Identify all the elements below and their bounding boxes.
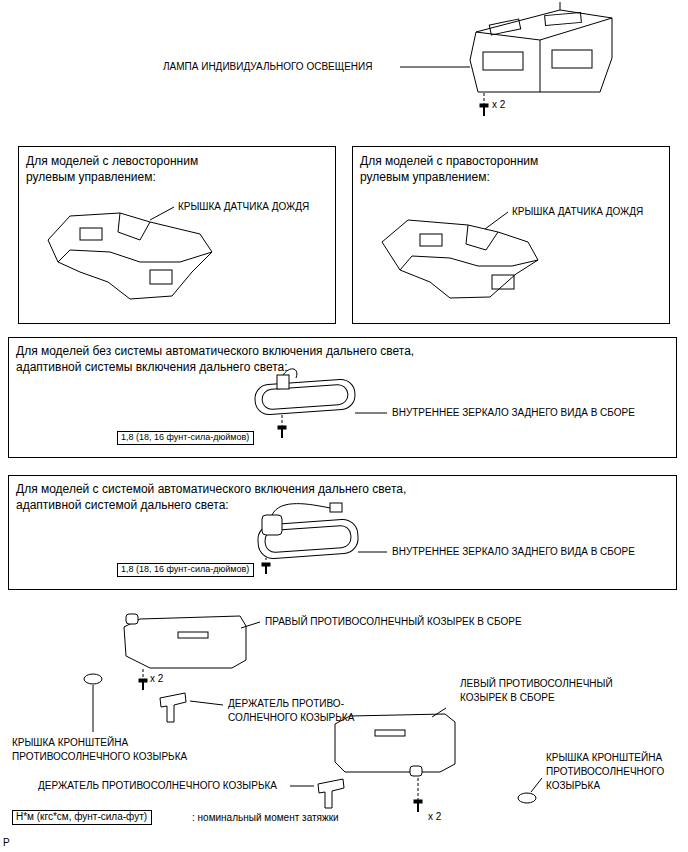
condition-panel: Для моделей без системы автоматического … bbox=[8, 337, 677, 458]
part-name: ДЕРЖАТЕЛЬ ПРОТИВО- СОЛНЕЧНОГО КОЗЫРЬКА bbox=[228, 697, 363, 725]
rain-sensor-cover bbox=[48, 213, 212, 299]
dashed-line bbox=[418, 778, 419, 800]
leader-line bbox=[432, 708, 446, 717]
dashed-line bbox=[143, 669, 144, 679]
torque-legend-box: Н*м (кгс*см, фунт-сила-фут) bbox=[12, 810, 152, 825]
screw-symbol bbox=[278, 426, 286, 438]
sun-visor bbox=[124, 614, 246, 668]
part-name: ЛАМПА ИНДИВИДУАЛЬНОГО ОСВЕЩЕНИЯ bbox=[163, 60, 372, 74]
leader-line bbox=[290, 786, 314, 787]
rain-sensor-cover bbox=[382, 220, 538, 298]
condition-panel: Для моделей с системой автоматического в… bbox=[8, 475, 677, 590]
condition-heading: Для моделей без системы автоматического … bbox=[16, 343, 456, 375]
torque-box: 1,8 (18, 16 фунт-сила-дюймов) bbox=[117, 563, 254, 577]
rear-view-mirror bbox=[257, 503, 359, 559]
bracket-cover bbox=[84, 674, 102, 684]
condition-heading: Для моделей с системой автоматического в… bbox=[16, 481, 456, 513]
part-name: КРЫШКА КРОНШТЕЙНА ПРОТИВОСОЛНЕЧНОГО КОЗЫ… bbox=[546, 751, 678, 793]
quantity-note: x 2 bbox=[492, 98, 505, 112]
screw-symbol bbox=[139, 679, 147, 690]
leader-line bbox=[531, 778, 542, 792]
torque-value: 1,8 (18, 16 фунт-сила-дюймов) bbox=[121, 564, 249, 575]
dashed-line bbox=[282, 415, 283, 426]
screw-symbol bbox=[414, 800, 422, 812]
part-name: ДЕРЖАТЕЛЬ ПРОТИВОСОЛНЕЧНОГО КОЗЫРЬКА bbox=[38, 779, 277, 793]
leader-line bbox=[355, 413, 387, 414]
personal-lamp bbox=[470, 2, 612, 92]
quantity-note: x 2 bbox=[428, 810, 441, 824]
quantity-note: x 2 bbox=[150, 672, 163, 686]
part-name: КРЫШКА ДАТЧИКА ДОЖДЯ bbox=[512, 205, 643, 219]
leader-line bbox=[358, 552, 387, 553]
rear-view-mirror bbox=[254, 369, 356, 416]
condition-panel: Для моделей с левосторонним рулевым упра… bbox=[18, 146, 336, 324]
dashed-line bbox=[484, 93, 485, 104]
leader-line bbox=[93, 685, 94, 732]
page-mark: P bbox=[3, 836, 10, 850]
bracket-cover bbox=[518, 793, 536, 803]
leader-line bbox=[400, 67, 470, 68]
part-name: КРЫШКА КРОНШТЕЙНА ПРОТИВОСОЛНЕЧНОГО КОЗЫ… bbox=[12, 736, 212, 764]
visor-holder bbox=[160, 693, 186, 722]
part-name: ЛЕВЫЙ ПРОТИВОСОЛНЕЧНЫЙ КОЗЫРЕК В СБОРЕ bbox=[460, 677, 640, 705]
part-name: КРЫШКА ДАТЧИКА ДОЖДЯ bbox=[178, 200, 309, 214]
leader-line bbox=[190, 701, 223, 705]
condition-panel: Для моделей с правосторонним рулевым упр… bbox=[352, 146, 670, 324]
leader-line bbox=[485, 212, 508, 229]
torque-value: 1,8 (18, 16 фунт-сила-дюймов) bbox=[121, 432, 249, 443]
condition-heading: Для моделей с левосторонним рулевым упра… bbox=[26, 153, 231, 185]
torque-box: 1,8 (18, 16 фунт-сила-дюймов) bbox=[117, 431, 254, 445]
leader-line bbox=[241, 622, 260, 628]
part-name: ВНУТРЕННЕЕ ЗЕРКАЛО ЗАДНЕГО ВИДА В СБОРЕ bbox=[392, 545, 635, 559]
part-name: ВНУТРЕННЕЕ ЗЕРКАЛО ЗАДНЕГО ВИДА В СБОРЕ bbox=[392, 406, 635, 420]
screw-symbol bbox=[480, 104, 488, 116]
dashed-line bbox=[266, 558, 267, 562]
part-name: ПРАВЫЙ ПРОТИВОСОЛНЕЧНЫЙ КОЗЫРЕК В СБОРЕ bbox=[265, 615, 522, 629]
condition-heading: Для моделей с правосторонним рулевым упр… bbox=[360, 153, 575, 185]
visor-holder bbox=[318, 779, 344, 808]
legend-note: : номинальный момент затяжки bbox=[192, 811, 339, 825]
leader-line bbox=[150, 207, 174, 220]
screw-symbol bbox=[262, 563, 270, 574]
torque-value: Н*м (кгс*см, фунт-сила-фут) bbox=[16, 811, 147, 824]
sun-visor bbox=[335, 714, 455, 776]
